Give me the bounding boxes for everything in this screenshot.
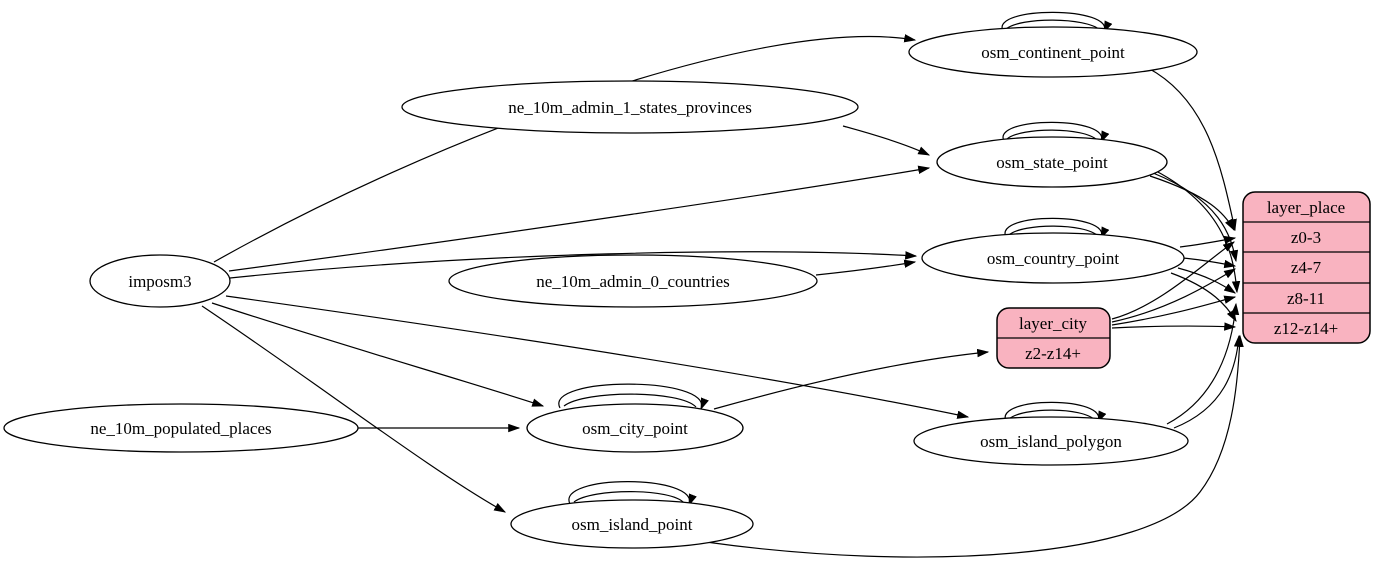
node-ne_10m_admin_1_states_provinces: ne_10m_admin_1_states_provinces bbox=[401, 80, 859, 134]
record-row-layer_city-z2-z14: z2-z14+ bbox=[1025, 344, 1081, 363]
edge-osm_island_polygon-layer_place-z12-z14 bbox=[1173, 334, 1243, 429]
edge-osm_state_point-layer_place-z4-7 bbox=[1152, 172, 1239, 263]
node-ellipse-ne_10m_admin_0_countries bbox=[448, 254, 818, 308]
node-ellipse-osm_continent_point bbox=[908, 26, 1198, 78]
record-row-layer_place-z8-11: z8-11 bbox=[1287, 289, 1325, 308]
edge-layer_city-layer_place-z8-11 bbox=[1111, 295, 1237, 326]
record-box-layer_place bbox=[1242, 191, 1371, 344]
edge-imposm3-osm_city_point bbox=[211, 302, 545, 407]
node-imposm3: imposm3 bbox=[89, 254, 231, 308]
loop-osm_state_point bbox=[1002, 121, 1110, 144]
record-title-layer_city: layer_city bbox=[1019, 314, 1087, 333]
edge-osm_city_point-layer_city bbox=[713, 348, 990, 410]
node-label-osm_island_point: osm_island_point bbox=[572, 515, 693, 534]
record-title-layer_place: layer_place bbox=[1267, 198, 1345, 217]
edge-imposm3-osm_continent_point bbox=[213, 34, 917, 263]
self-loops bbox=[558, 11, 1113, 507]
edge-osm_state_point-layer_place-z8-11 bbox=[1155, 170, 1241, 294]
node-osm_state_point: osm_state_point bbox=[936, 136, 1168, 188]
loop-osm_island_polygon bbox=[1004, 401, 1107, 424]
node-osm_continent_point: osm_continent_point bbox=[908, 26, 1198, 78]
node-ellipse-osm_island_polygon bbox=[913, 416, 1189, 466]
record-row-layer_place-z0-3: z0-3 bbox=[1291, 228, 1321, 247]
record-row-layer_place-z4-7: z4-7 bbox=[1291, 258, 1322, 277]
node-ellipse-imposm3 bbox=[89, 254, 231, 308]
edge-layer_city-layer_place-z12-z14 bbox=[1111, 322, 1237, 331]
nodes: imposm3 ne_10m_admin_1_states_provinces … bbox=[3, 26, 1198, 549]
edge-osm_island_polygon-layer_place-z8-11 bbox=[1166, 302, 1240, 425]
node-label-ne_10m_admin_1_states_provinces: ne_10m_admin_1_states_provinces bbox=[508, 98, 752, 117]
node-label-osm_island_polygon: osm_island_polygon bbox=[980, 432, 1122, 451]
loop-osm_city_point bbox=[558, 383, 709, 411]
loop-osm_island_point bbox=[568, 481, 697, 507]
node-ellipse-ne_10m_populated_places bbox=[3, 403, 359, 453]
node-ellipse-osm_country_point bbox=[921, 232, 1185, 284]
record-row-layer_place-z12-z14: z12-z14+ bbox=[1274, 319, 1338, 338]
node-ellipse-osm_city_point bbox=[526, 403, 744, 453]
edge-ne_10m_admin_0_countries-osm_country_point bbox=[815, 259, 917, 276]
edge-osm_country_point-layer_place-z4-7 bbox=[1182, 257, 1237, 269]
edge-osm_continent_point-layer_place-z0-3 bbox=[1147, 67, 1237, 232]
node-label-imposm3: imposm3 bbox=[128, 272, 191, 291]
edges bbox=[201, 34, 1244, 558]
edge-layer_city-layer_place-z0-3 bbox=[1111, 241, 1235, 320]
edge-osm_country_point-layer_place-z12-z14 bbox=[1170, 272, 1237, 323]
record-layer_place: layer_place z0-3 z4-7 z8-11 z12-z14+ bbox=[1242, 191, 1371, 344]
node-osm_island_polygon: osm_island_polygon bbox=[913, 416, 1189, 466]
edge-layer_city-layer_place-z4-7 bbox=[1111, 268, 1237, 323]
node-ellipse-osm_state_point bbox=[936, 136, 1168, 188]
node-ne_10m_admin_0_countries: ne_10m_admin_0_countries bbox=[448, 254, 818, 308]
node-osm_island_point: osm_island_point bbox=[510, 499, 754, 549]
edge-imposm3-osm_island_polygon bbox=[225, 295, 970, 419]
loop-osm_country_point bbox=[1004, 217, 1110, 240]
loop-osm_continent_point bbox=[1001, 11, 1113, 34]
node-label-osm_continent_point: osm_continent_point bbox=[981, 43, 1125, 62]
node-osm_country_point: osm_country_point bbox=[921, 232, 1185, 284]
edge-osm_country_point-layer_place-z8-11 bbox=[1177, 267, 1236, 294]
edge-osm_country_point-layer_place-z0-3 bbox=[1179, 235, 1237, 248]
node-ellipse-ne_10m_admin_1_states_provinces bbox=[401, 80, 859, 134]
node-ne_10m_populated_places: ne_10m_populated_places bbox=[3, 403, 359, 453]
record-layer_city: layer_city z2-z14+ bbox=[996, 307, 1111, 369]
edge-osm_island_point-layer_place-z12-z14 bbox=[705, 334, 1244, 558]
node-label-ne_10m_populated_places: ne_10m_populated_places bbox=[90, 419, 271, 438]
node-osm_city_point: osm_city_point bbox=[526, 403, 744, 453]
edge-osm_state_point-layer_place-z0-3 bbox=[1149, 175, 1235, 232]
edge-imposm3-osm_country_point bbox=[229, 251, 918, 279]
edge-imposm3-osm_island_point bbox=[201, 305, 507, 513]
node-label-osm_city_point: osm_city_point bbox=[582, 419, 688, 438]
edge-ne_10m_admin_1_states_provinces-osm_state_point bbox=[842, 125, 931, 156]
node-label-osm_state_point: osm_state_point bbox=[996, 153, 1108, 172]
edge-imposm3-osm_state_point bbox=[228, 165, 931, 272]
node-ellipse-osm_island_point bbox=[510, 499, 754, 549]
node-label-ne_10m_admin_0_countries: ne_10m_admin_0_countries bbox=[536, 272, 730, 291]
node-label-osm_country_point: osm_country_point bbox=[987, 249, 1119, 268]
